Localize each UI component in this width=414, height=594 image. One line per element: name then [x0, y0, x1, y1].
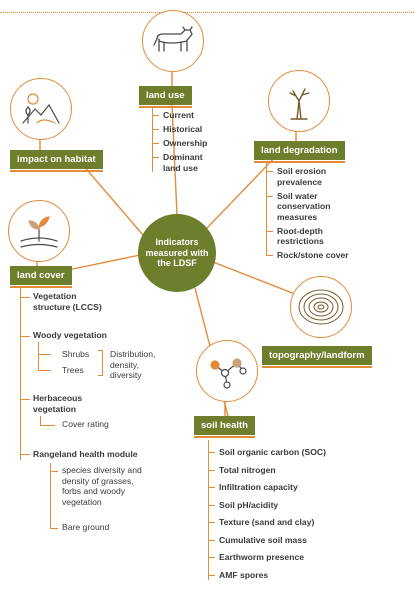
list-item: Historical [152, 124, 207, 135]
seedling-icon [8, 200, 70, 262]
landscape-icon [10, 78, 72, 140]
cow-icon [142, 10, 204, 72]
hub-line-2: measured with [145, 247, 209, 258]
herbaceous-vegetation-text: Herbaceous vegetation [33, 393, 82, 414]
dead-tree-icon [268, 70, 330, 132]
soil-health-list: Soil organic carbon (SOC) Total nitrogen… [208, 447, 326, 580]
impact-on-habitat-label: impact on habitat [10, 150, 103, 172]
molecule-icon [196, 340, 258, 402]
list-item: Soil erosion [266, 166, 349, 177]
branch-tick [20, 454, 30, 461]
list-item: Ownership [152, 138, 207, 149]
land-use-label: land use [139, 86, 192, 108]
rangeland-items-text: species diversity and density of grasses… [62, 465, 142, 507]
rangeland-line-4: vegetation [62, 496, 102, 507]
shrubs-text: Shrubs [62, 349, 90, 359]
woody-measures-text: Distribution, density, diversity [110, 349, 155, 381]
list-item: Texture (sand and clay) [208, 517, 326, 528]
vegetation-structure-text: Vegetation structure (LCCS) [33, 291, 102, 312]
list-item-cont: restrictions [277, 236, 324, 246]
list-item: Soil water [266, 191, 349, 202]
list-item: Cumulative soil mass [208, 535, 326, 546]
woody-measures-line-1: Distribution, [110, 349, 156, 359]
list-item: Root-depth [266, 226, 349, 237]
land-cover-rail [20, 286, 21, 460]
branch-tick [20, 335, 30, 337]
rangeland-line-1: species diversity and [62, 465, 142, 475]
rangeland-line-3: forbs and woody [62, 486, 126, 496]
hub-line-1: Indicators [155, 237, 199, 248]
list-item-cont: conservation [277, 201, 331, 211]
land-use-rail [152, 108, 153, 172]
woody-measures-line-2: density, [110, 359, 139, 370]
list-item: Total nitrogen [208, 465, 326, 476]
soil-health-label: soil health [194, 416, 255, 438]
woody-measures-line-3: diversity [110, 370, 142, 380]
rangeland-line-2: density of grasses, [62, 475, 134, 486]
herbaceous-line-1: Herbaceous [33, 393, 83, 403]
trees-text: Trees [62, 365, 84, 375]
trees-connector [38, 342, 51, 371]
land-degradation-list: Soil erosion prevalence Soil water conse… [266, 166, 349, 264]
soil-health-rail [208, 440, 209, 580]
contour-icon [290, 276, 352, 338]
list-item: Earthworm presence [208, 552, 326, 563]
woody-vegetation-text: Woody vegetation [33, 330, 107, 340]
list-item: Soil organic carbon (SOC) [208, 447, 326, 458]
list-item: Infiltration capacity [208, 482, 326, 493]
list-item: Dominant [152, 152, 207, 163]
herbaceous-line-2: vegetation [33, 403, 76, 414]
center-hub: Indicators measured with the LDSF [138, 214, 216, 292]
list-item: AMF spores [208, 570, 326, 581]
list-item-cont: measures [277, 211, 318, 222]
list-item: Current [152, 110, 207, 121]
rangeland-module-text: Rangeland health module [33, 449, 138, 459]
branch-tick [20, 296, 30, 298]
land-degradation-rail [266, 163, 267, 255]
branch-tick [50, 470, 58, 472]
land-degradation-label: land degradation [254, 141, 345, 163]
list-item: Soil pH/acidity [208, 500, 326, 511]
branch-tick [20, 398, 30, 400]
list-item-cont: land use [163, 162, 198, 173]
branch-tick [50, 527, 58, 529]
dotted-top-border [0, 12, 414, 13]
land-use-list: Current Historical Ownership Dominant la… [152, 110, 207, 173]
cover-rating-connector [40, 416, 55, 426]
vegetation-structure-line-2: structure (LCCS) [33, 301, 102, 312]
rangeland-rail [50, 463, 51, 528]
topography-label: topography/landform [262, 346, 372, 368]
list-item-cont: prevalence [277, 176, 322, 187]
cover-rating-text: Cover rating [62, 419, 109, 429]
hub-line-3: the LDSF [157, 258, 197, 269]
vegetation-structure-line-1: Vegetation [33, 291, 77, 301]
list-item: Rock/stone cover [266, 250, 349, 261]
bare-ground-text: Bare ground [62, 522, 110, 532]
woody-bracket [98, 350, 103, 376]
land-cover-label: land cover [10, 266, 72, 288]
